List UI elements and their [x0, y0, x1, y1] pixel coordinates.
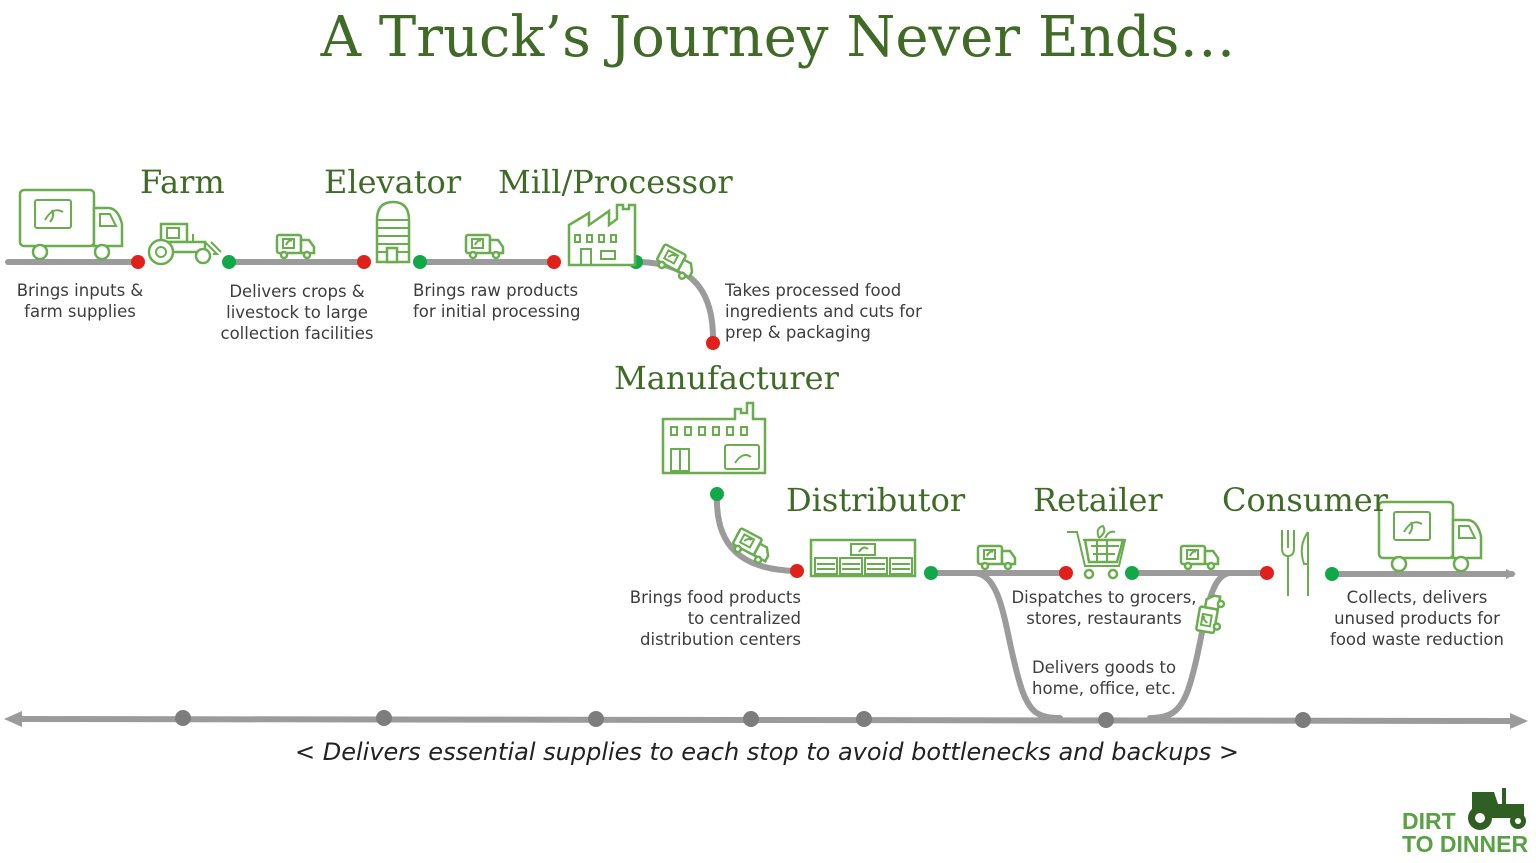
stop-dot-green	[1125, 566, 1139, 580]
stop-label-farm: Farm	[140, 163, 225, 201]
page-title: A Truck’s Journey Never Ends…	[320, 5, 1236, 70]
svg-text:livestock to large: livestock to large	[226, 303, 368, 322]
svg-text:DIRT: DIRT	[1402, 808, 1456, 834]
svg-text:unused products for: unused products for	[1334, 609, 1500, 628]
stop-label-mill: Mill/Processor	[498, 163, 733, 201]
dirt-to-dinner-logo: DIRT TO DINNER	[1402, 788, 1528, 857]
truck-icon	[464, 233, 505, 260]
stop-label-consumer: Consumer	[1222, 481, 1389, 519]
supply-dot	[743, 711, 759, 727]
truck-icon	[1377, 500, 1483, 573]
truck-icon	[1194, 592, 1227, 636]
stop-dot-green	[710, 487, 724, 501]
svg-text:home, office, etc.: home, office, etc.	[1032, 679, 1176, 698]
svg-text:farm supplies: farm supplies	[24, 302, 136, 321]
stop-label-retailer: Retailer	[1033, 481, 1163, 519]
supply-line	[19, 716, 1515, 724]
silo-icon	[375, 200, 411, 264]
desc-inputs: Brings inputs & farm supplies	[17, 281, 144, 321]
svg-text:to centralized: to centralized	[688, 609, 801, 628]
supply-dot	[1098, 712, 1114, 728]
supply-arrow-left	[4, 711, 22, 727]
tractor-icon	[1468, 788, 1526, 830]
supply-dot	[1295, 712, 1311, 728]
svg-text:for initial processing: for initial processing	[413, 302, 580, 321]
svg-text:Brings raw products: Brings raw products	[413, 281, 578, 300]
svg-text:TO DINNER: TO DINNER	[1402, 831, 1528, 857]
svg-text:collection facilities: collection facilities	[221, 324, 374, 343]
road-curve-mill-manufacturer	[633, 259, 717, 346]
desc-dispatch: Dispatches to grocers, stores, restauran…	[1011, 588, 1196, 628]
supply-caption: < Delivers essential supplies to each st…	[295, 738, 1239, 766]
svg-text:distribution centers: distribution centers	[640, 630, 801, 649]
desc-raw: Brings raw products for initial processi…	[413, 281, 580, 321]
stop-dot-red	[131, 255, 145, 269]
tractor-icon	[147, 222, 222, 266]
svg-text:Takes processed food: Takes processed food	[724, 281, 901, 300]
stop-dot-red	[706, 336, 720, 350]
stop-dot-green	[924, 566, 938, 580]
svg-text:Brings food products: Brings food products	[630, 588, 801, 607]
truck-icon	[275, 233, 316, 260]
stop-label-elevator: Elevator	[324, 163, 462, 201]
truck-icon	[1179, 544, 1220, 571]
truck-icon	[976, 544, 1017, 571]
supply-dot	[588, 711, 604, 727]
stop-dot-green	[413, 255, 427, 269]
svg-text:prep & packaging: prep & packaging	[725, 323, 871, 342]
svg-text:Delivers crops &: Delivers crops &	[229, 282, 364, 301]
svg-text:Delivers goods to: Delivers goods to	[1032, 658, 1176, 677]
svg-text:Brings inputs &: Brings inputs &	[17, 281, 144, 300]
stop-dot-green	[222, 255, 236, 269]
desc-crops: Delivers crops & livestock to large coll…	[221, 282, 374, 343]
fork-knife-icon	[1281, 530, 1309, 596]
desc-food-products: Brings food products to centralized dist…	[630, 588, 801, 649]
svg-text:food waste reduction: food waste reduction	[1330, 630, 1504, 649]
desc-processed: Takes processed food ingredients and cut…	[724, 281, 922, 342]
road-loop-right	[1147, 570, 1233, 721]
supply-dot	[856, 711, 872, 727]
shopping-cart-icon	[1067, 524, 1127, 580]
truck-icon	[18, 188, 124, 261]
stop-dot-red	[357, 255, 371, 269]
svg-text:ingredients and cuts for: ingredients and cuts for	[725, 302, 922, 321]
stop-dot-red	[790, 564, 804, 578]
truck-icon	[652, 242, 699, 283]
stop-dot-green	[1325, 567, 1339, 581]
factory-icon	[661, 401, 767, 475]
svg-text:Collects, delivers: Collects, delivers	[1347, 588, 1488, 607]
svg-text:stores, restaurants: stores, restaurants	[1026, 609, 1181, 628]
supply-dot	[376, 710, 392, 726]
supply-dot	[175, 710, 191, 726]
warehouse-icon	[809, 538, 917, 578]
stop-dot-red	[1260, 566, 1274, 580]
desc-home: Delivers goods to home, office, etc.	[1032, 658, 1176, 698]
stop-label-distributor: Distributor	[786, 481, 966, 519]
road-loop-left	[972, 570, 1063, 721]
supply-arrow-right	[1510, 713, 1528, 729]
stop-label-manufacturer: Manufacturer	[614, 359, 840, 397]
stop-dot-red	[1059, 566, 1073, 580]
factory-icon	[567, 203, 637, 267]
desc-collects: Collects, delivers unused products for f…	[1330, 588, 1504, 649]
stop-dot-red	[547, 255, 561, 269]
svg-text:Dispatches to grocers,: Dispatches to grocers,	[1011, 588, 1196, 607]
